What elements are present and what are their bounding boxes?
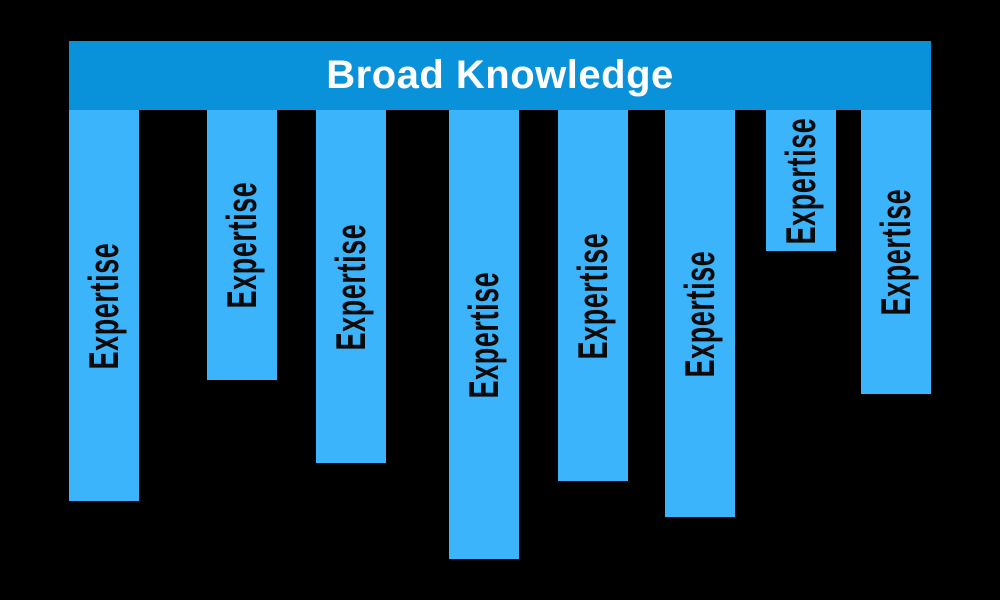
broad-knowledge-bar: Broad Knowledge	[69, 41, 931, 110]
expertise-bar: Expertise	[665, 110, 735, 517]
expertise-bar: Expertise	[449, 110, 519, 559]
expertise-bar-label: Expertise	[569, 232, 617, 359]
expertise-bar: Expertise	[207, 110, 277, 380]
expertise-bar: Expertise	[69, 110, 139, 501]
expertise-bar-label: Expertise	[872, 188, 920, 316]
expertise-bar: Expertise	[766, 110, 836, 251]
expertise-bar: Expertise	[558, 110, 628, 481]
expertise-bar-label: Expertise	[218, 181, 266, 309]
broad-knowledge-label: Broad Knowledge	[326, 53, 674, 97]
expertise-bar-label: Expertise	[460, 271, 508, 398]
expertise-bar-label: Expertise	[80, 242, 128, 369]
expertise-bar: Expertise	[316, 110, 386, 463]
expertise-bar-label: Expertise	[676, 250, 724, 377]
expertise-bar-label: Expertise	[777, 117, 825, 244]
expertise-bar: Expertise	[861, 110, 931, 394]
expertise-bar-label: Expertise	[327, 223, 375, 350]
